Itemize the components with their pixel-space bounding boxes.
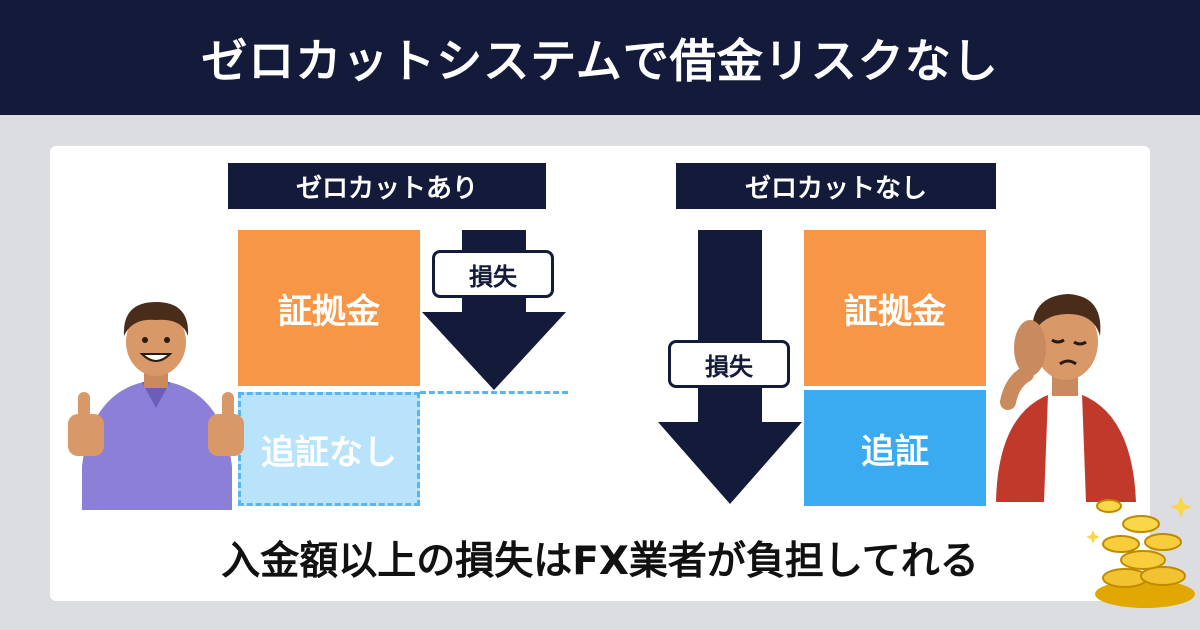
loss-limit-dashed-line bbox=[420, 391, 568, 394]
gold-coins-icon bbox=[1086, 496, 1195, 608]
loss-tag-left-label: 損失 bbox=[469, 262, 517, 291]
no-margin-call-box: 追証なし bbox=[238, 392, 420, 506]
margin-block-right: 証拠金 bbox=[804, 230, 986, 386]
margin-block-left-label: 証拠金 bbox=[278, 291, 380, 332]
loss-tag-left: 損失 bbox=[432, 250, 554, 298]
loss-tag-right-label: 損失 bbox=[705, 352, 753, 381]
loss-tag-right: 損失 bbox=[668, 340, 790, 388]
label-zero-cut-on: ゼロカットあり bbox=[228, 163, 546, 209]
caption-text: 入金額以上の損失はFX業者が負担してれる bbox=[221, 539, 979, 584]
loss-arrow-left bbox=[422, 230, 566, 390]
happy-man-illustration bbox=[68, 302, 244, 510]
header-banner: ゼロカットシステムで借金リスクなし bbox=[0, 0, 1200, 115]
margin-call-label: 追証 bbox=[861, 431, 929, 472]
margin-block-right-label: 証拠金 bbox=[844, 291, 946, 332]
page-title: ゼロカットシステムで借金リスクなし bbox=[201, 33, 999, 88]
worried-man-illustration bbox=[996, 294, 1136, 502]
label-zero-cut-off: ゼロカットなし bbox=[676, 163, 996, 209]
no-margin-call-label: 追証なし bbox=[261, 432, 397, 473]
margin-block-left: 証拠金 bbox=[238, 230, 420, 386]
margin-call-block: 追証 bbox=[804, 390, 986, 506]
